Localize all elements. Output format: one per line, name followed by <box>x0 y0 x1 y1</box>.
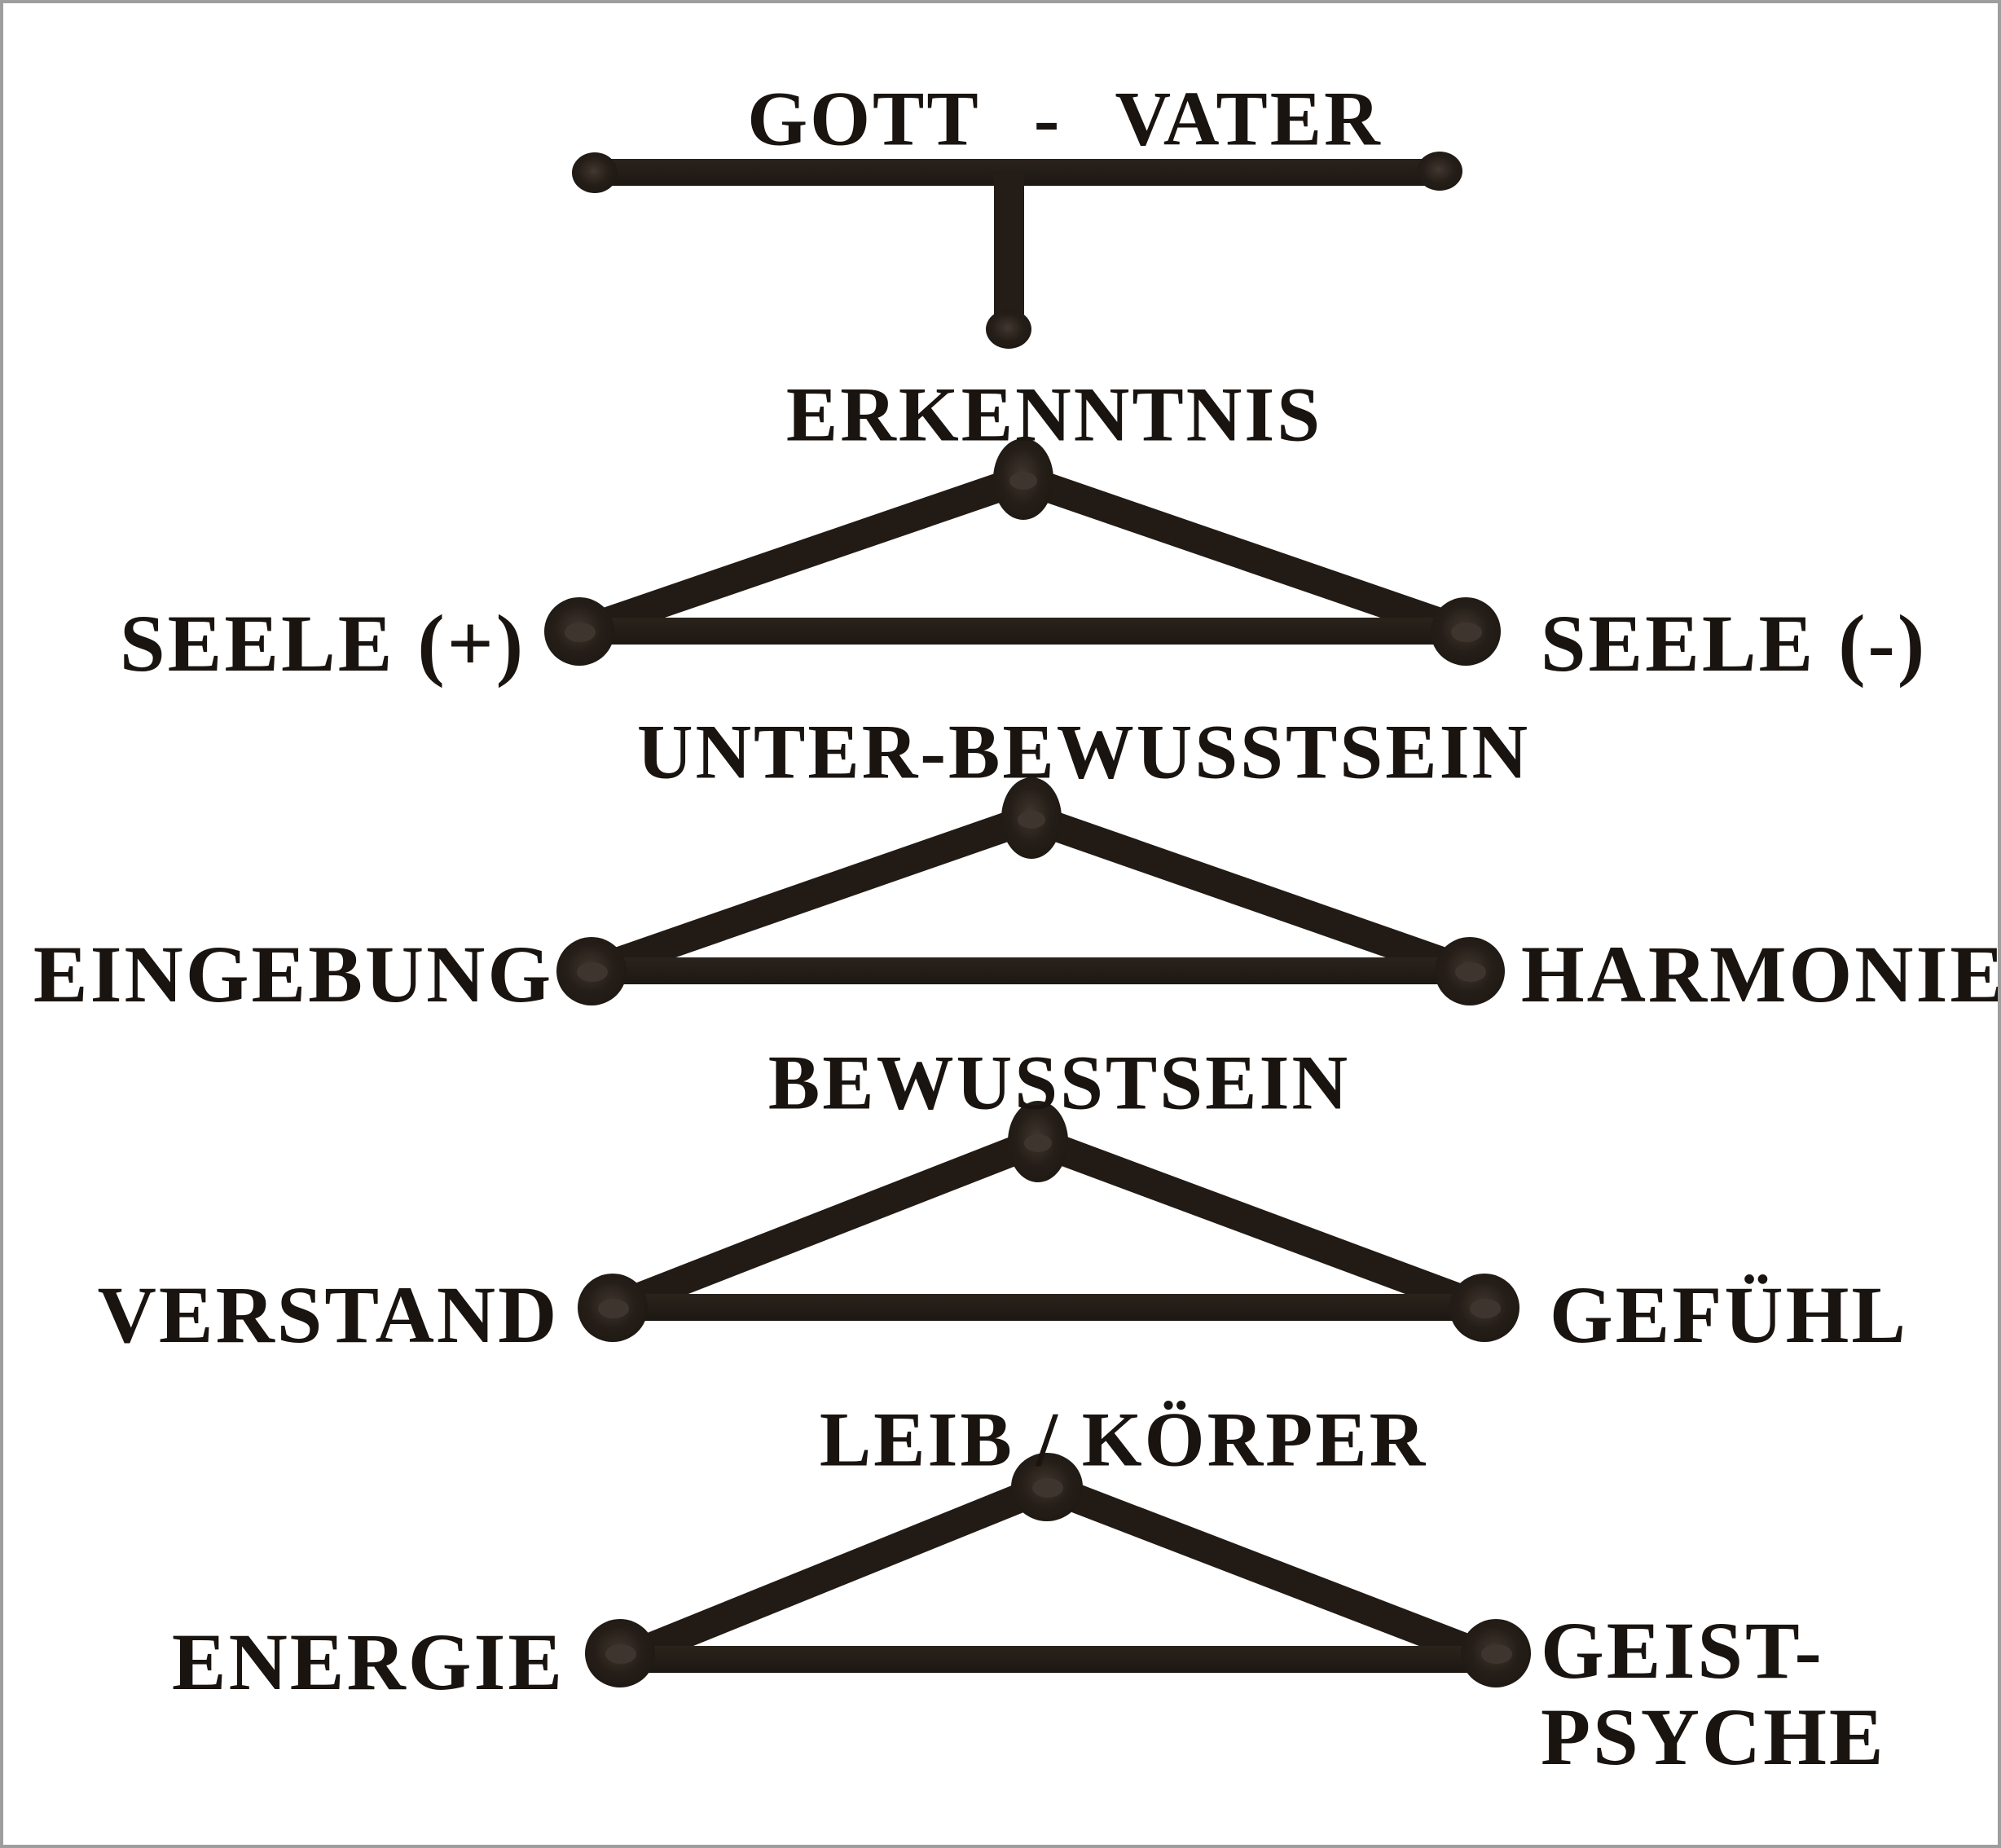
label-energie: ENERGIE <box>171 1617 565 1707</box>
label-harmonie: HARMONIE <box>1520 929 2001 1019</box>
vertical-connector <box>994 174 1024 315</box>
base-bar <box>613 1294 1484 1321</box>
triangle-bewusstsein <box>578 1101 1519 1342</box>
bar-right-dot <box>1417 152 1462 191</box>
label-verstand: VERSTAND <box>97 1269 560 1360</box>
left-leg <box>587 804 1036 985</box>
title-leib-koerper: LEIB / KÖRPER <box>819 1396 1428 1483</box>
label-eingebung: EINGEBUNG <box>33 929 554 1019</box>
left-leg <box>614 1473 1053 1674</box>
gott-vater-connector <box>572 152 1462 349</box>
label-seele-plus: SEELE (+) <box>120 598 526 689</box>
apex-dot-highlight <box>1032 1478 1063 1498</box>
label-gefuehl: GEFÜHL <box>1549 1269 1909 1360</box>
label-seele-minus: SEELE (-) <box>1540 598 1928 689</box>
triangle-unter-bewusstsein <box>556 777 1505 1005</box>
title-unter-bewusstsein: UNTER-BEWUSSTSEIN <box>636 708 1531 795</box>
base-bar <box>592 957 1470 984</box>
left-dot-highlight <box>577 962 608 982</box>
label-psyche: PSYCHE <box>1541 1692 1886 1782</box>
title-gott-vater: GOTT - VATER <box>747 75 1383 162</box>
right-dot-highlight <box>1451 623 1482 642</box>
title-bewusstsein: BEWUSSTSEIN <box>767 1039 1351 1126</box>
apex-dot-highlight <box>1018 811 1045 829</box>
left-dot-highlight <box>598 1299 629 1318</box>
right-dot-highlight <box>1470 1299 1501 1318</box>
left-dot-highlight <box>565 623 596 642</box>
title-erkenntnis: ERKENNTNIS <box>785 371 1323 458</box>
base-bar <box>620 1646 1496 1673</box>
left-leg <box>574 464 1028 646</box>
right-dot-highlight <box>1455 962 1486 982</box>
triangle-leib-koerper <box>585 1453 1531 1687</box>
apex-dot-highlight <box>1024 1134 1052 1152</box>
triangle-erkenntnis <box>544 438 1501 666</box>
right-leg <box>1032 1128 1490 1322</box>
connector-end-dot <box>986 310 1031 349</box>
diagram-shapes <box>544 152 1531 1687</box>
right-leg <box>1018 464 1471 646</box>
right-leg <box>1041 1473 1502 1674</box>
bar-left-dot <box>572 152 618 193</box>
base-bar <box>579 618 1466 645</box>
label-geist: GEIST- <box>1541 1605 1824 1696</box>
right-leg <box>1027 804 1475 985</box>
left-dot-highlight <box>605 1644 636 1664</box>
right-dot-highlight <box>1481 1644 1512 1664</box>
apex-dot-highlight <box>1009 472 1037 490</box>
left-leg <box>607 1128 1044 1322</box>
